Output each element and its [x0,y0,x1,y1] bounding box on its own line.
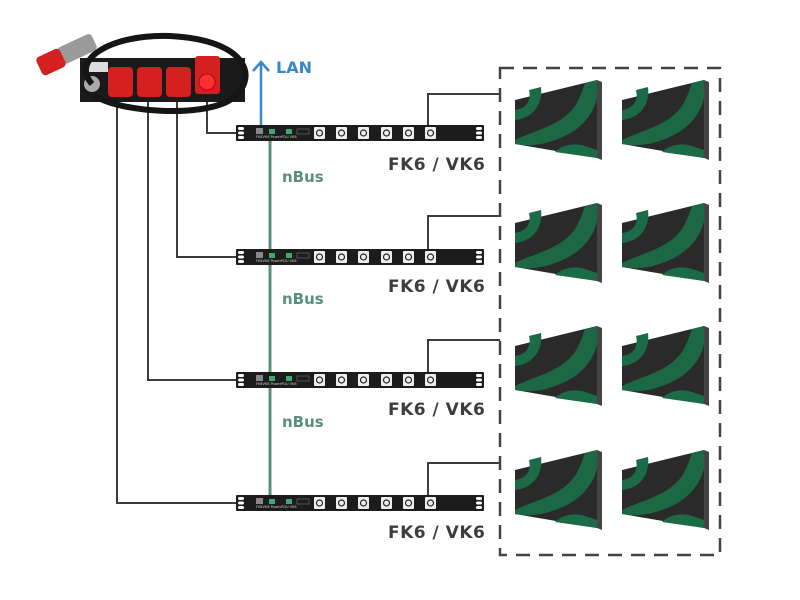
led-panel-4-2 [622,450,709,530]
outlet-1 [108,67,133,97]
data-cable-3 [427,339,500,372]
rack-unit-4: FK6VK6 PowerPDU VK6 [235,494,485,512]
outlet-2 [137,67,162,97]
power-cable-2 [176,100,237,258]
rack-unit-3: FK6VK6 PowerPDU VK6 [235,371,485,389]
led-panel-1-1 [515,80,602,160]
led-panel-3-1 [515,326,602,406]
data-cable-1 [427,93,500,125]
led-panels [515,80,709,530]
cee-plug-icon [36,34,97,76]
lan-label: LAN [276,58,312,77]
led-panel-2-1 [515,203,602,283]
data-cable-4 [427,462,500,495]
led-panel-1-2 [622,80,709,160]
data-cable-2 [427,215,500,249]
power-cable-4 [116,100,237,504]
model-label-4: FK6 / VK6 [388,523,485,543]
power-cables [116,100,237,504]
nbus-label-1: nBus [282,168,324,186]
svg-text:FK6VK6 PowerPDU VK6: FK6VK6 PowerPDU VK6 [256,505,297,509]
outlet-sockets [108,56,220,97]
rack-unit-2: FK6VK6 PowerPDU VK6 [235,248,485,266]
lan-arrow-icon [252,60,270,125]
rack-unit-1: FK6VK6 PowerPDU VK6 [235,124,485,142]
svg-text:FK6VK6 PowerPDU VK6: FK6VK6 PowerPDU VK6 [256,259,297,263]
power-distributor [36,32,249,114]
supply-cable [82,32,249,114]
power-cable-3 [147,100,237,381]
svg-text:FK6VK6 PowerPDU VK6: FK6VK6 PowerPDU VK6 [256,382,297,386]
led-panel-3-2 [622,326,709,406]
nbus-label-3: nBus [282,413,324,431]
model-label-1: FK6 / VK6 [388,155,485,175]
outlet-3 [166,67,191,97]
model-label-2: FK6 / VK6 [388,277,485,297]
nbus-label-2: nBus [282,290,324,308]
model-label-3: FK6 / VK6 [388,400,485,420]
led-panel-4-1 [515,450,602,530]
svg-text:FK6VK6 PowerPDU VK6: FK6VK6 PowerPDU VK6 [256,135,297,139]
led-wall-boundary [498,66,722,557]
led-panel-2-2 [622,203,709,283]
data-cables [427,93,500,495]
